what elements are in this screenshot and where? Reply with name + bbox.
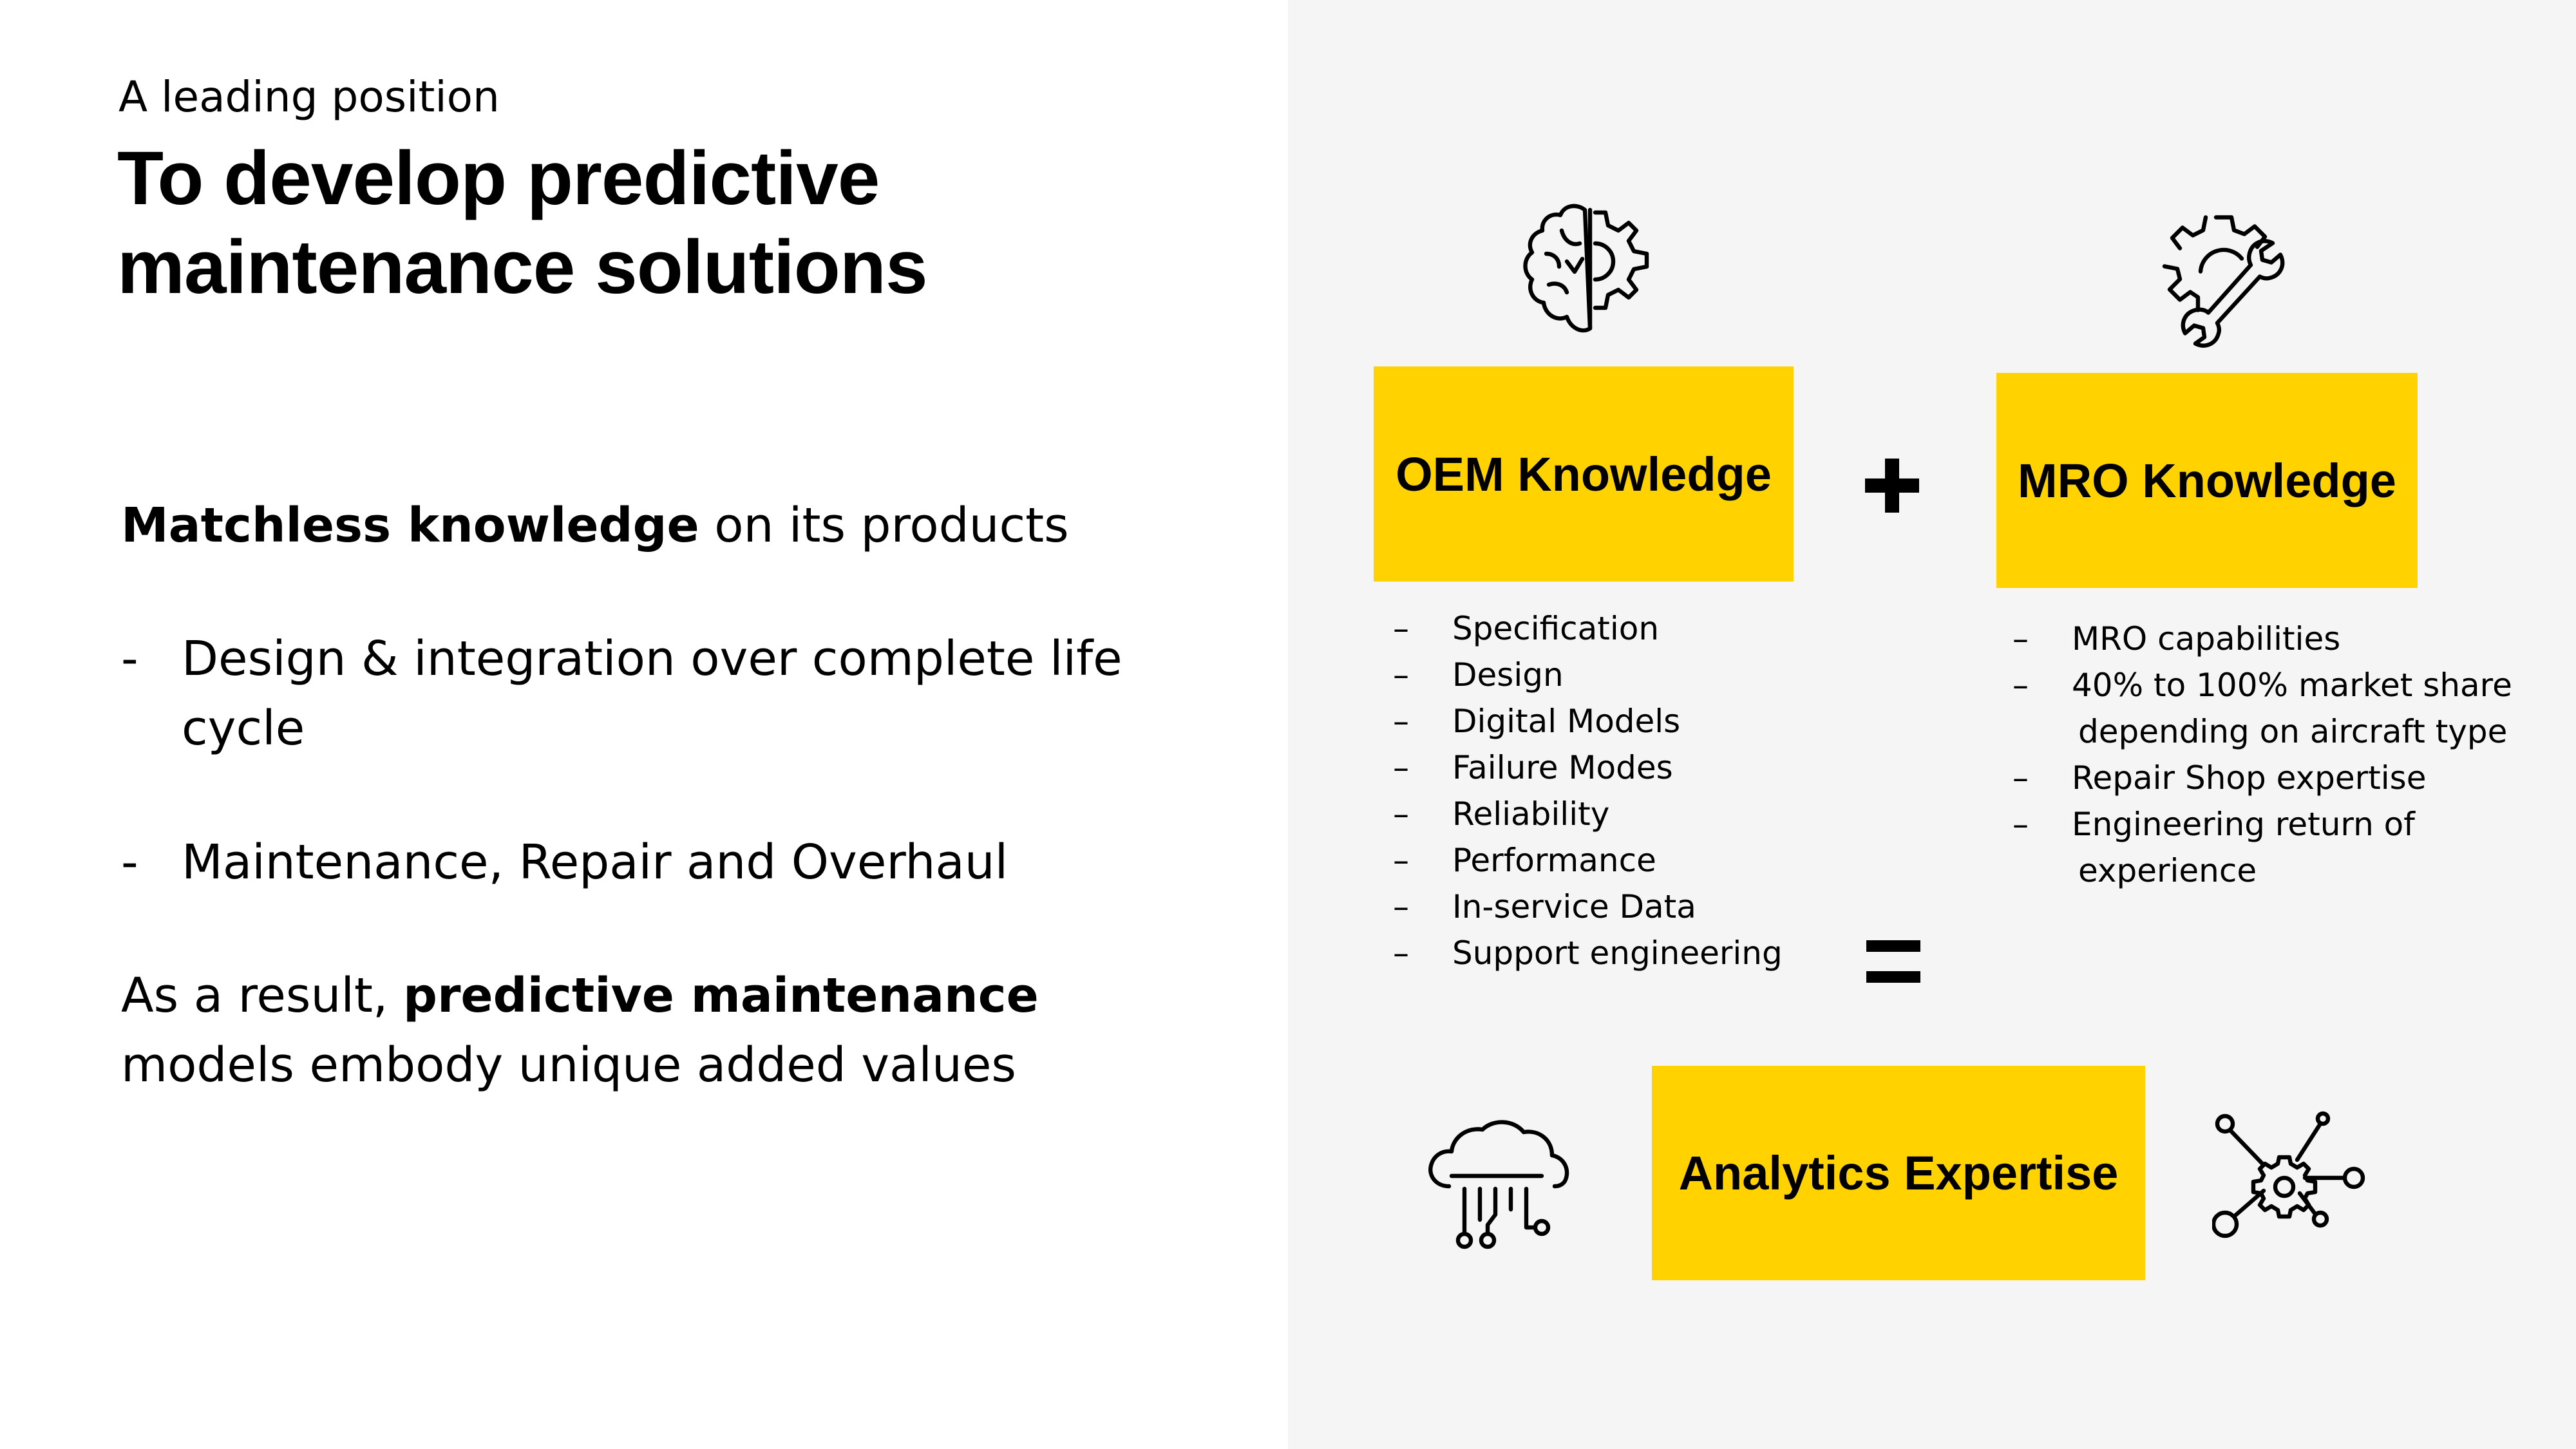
bullet-dash: - [121, 631, 138, 687]
list-item: depending on aircraft type [2078, 713, 2508, 750]
list-item: –Repair Shop expertise [2012, 759, 2427, 797]
intro-bold: Matchless knowledge [121, 498, 699, 553]
network-gear-icon [2212, 1111, 2365, 1238]
list-item: –40% to 100% market share [2012, 667, 2512, 704]
oem-list: –Specification –Design –Digital Models –… [1393, 605, 1783, 976]
result-post: models embody unique added values [121, 1037, 1016, 1093]
list-item: –MRO capabilities [2012, 620, 2341, 658]
list-item: –Performance [1393, 842, 1656, 879]
list-item: –Digital Models [1393, 703, 1681, 740]
list-item: –Failure Modes [1393, 749, 1673, 786]
bullet-text: Design & integration over complete life … [182, 631, 1122, 756]
result-text: As a result, predictive maintenance mode… [121, 961, 1139, 1100]
gear-wrench-icon [2162, 215, 2285, 348]
list-item: –In-service Data [1393, 888, 1696, 925]
brain-gear-icon [1523, 204, 1649, 333]
intro-rest: on its products [699, 498, 1069, 553]
bullet-dash: - [121, 835, 138, 890]
analytics-expertise-box: Analytics Expertise [1652, 1066, 2145, 1280]
list-item: –Support engineering [1393, 934, 1783, 972]
cloud-circuit-icon [1428, 1120, 1569, 1249]
list-item: –Reliability [1393, 795, 1610, 833]
slide-subtitle: A leading position [118, 72, 500, 122]
mro-knowledge-box: MRO Knowledge [1996, 373, 2418, 588]
list-item: –Design [1393, 656, 1564, 694]
list-item: –Engineering return of [2012, 806, 2415, 843]
mro-list: –MRO capabilities –40% to 100% market sh… [2012, 616, 2512, 894]
intro-text: Matchless knowledge on its products [121, 491, 1139, 560]
result-bold: predictive maintenance [402, 968, 1039, 1023]
list-item: –Specification [1393, 610, 1660, 647]
result-pre: As a result, [121, 968, 403, 1023]
oem-knowledge-box: OEM Knowledge [1374, 366, 1794, 582]
plus-icon [1865, 459, 1919, 513]
bullet-text: Maintenance, Repair and Overhaul [182, 835, 1009, 890]
bullet-design: - Design & integration over complete lif… [121, 624, 1126, 763]
bullet-mro: - Maintenance, Repair and Overhaul [121, 828, 1126, 897]
slide-title: To develop predictive maintenance soluti… [117, 136, 928, 310]
equals-icon [1866, 940, 1920, 983]
list-item: experience [2078, 852, 2257, 889]
